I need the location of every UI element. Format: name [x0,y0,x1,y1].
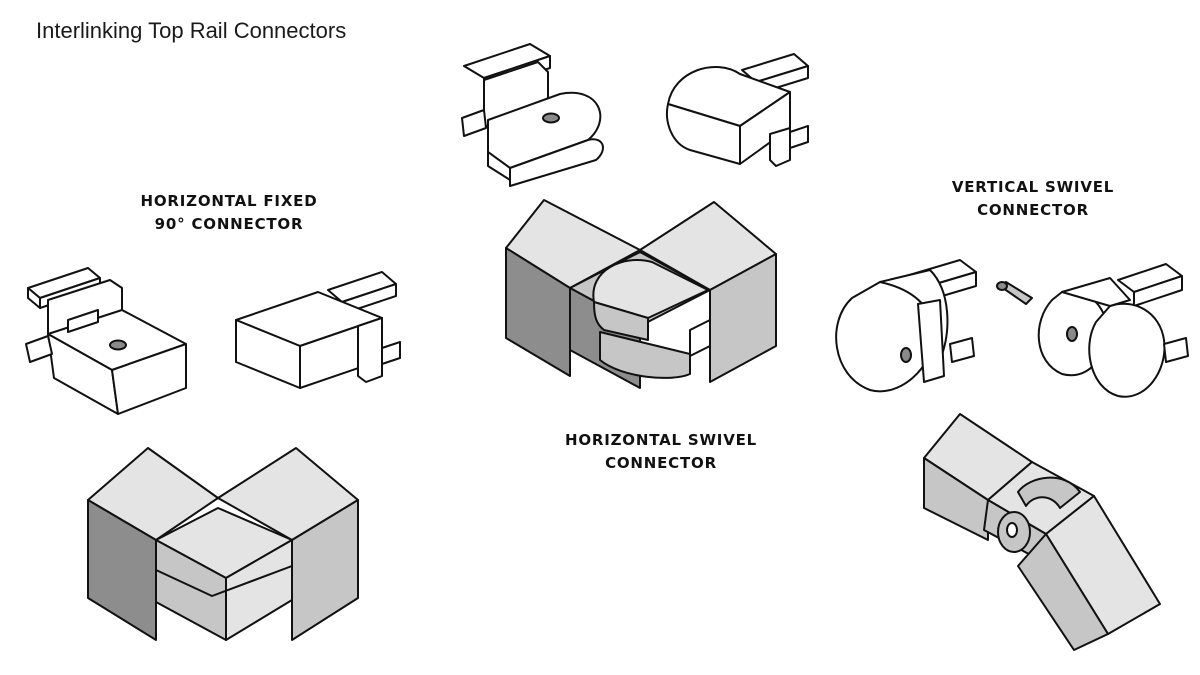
label-horizontal-fixed: HORIZONTAL FIXED 90° CONNECTOR [109,190,349,236]
vswivel-right-pivot-hole [1066,326,1078,342]
fixed-connector-assembled-rails [87,447,359,641]
label-vertical-swivel: VERTICAL SWIVEL CONNECTOR [915,176,1151,222]
vswivel-connector-assembled-rails [923,413,1161,651]
label-horizontal-swivel-line-1: HORIZONTAL SWIVEL [564,431,758,449]
fixed-screw-hole [109,339,127,351]
label-vertical-swivel-line-1: VERTICAL SWIVEL [951,178,1115,196]
label-horizontal-fixed-line-1: HORIZONTAL FIXED [140,192,318,210]
label-horizontal-fixed-line-2: 90° CONNECTOR [154,215,304,233]
vswivel-left-pivot-hole [900,347,912,363]
fixed-connector-right-part [235,271,401,389]
vswivel-connector-left-part [835,259,977,393]
hswivel-connector-assembled-rails [505,199,777,389]
hswivel-screw-hole [542,112,560,124]
fixed-connector-left-part [25,267,187,415]
hswivel-connector-right-part [666,53,809,167]
hswivel-connector-left-part [461,43,604,187]
label-horizontal-swivel-line-2: CONNECTOR [605,454,717,472]
diagram-title: Interlinking Top Rail Connectors [36,18,347,43]
label-horizontal-swivel: HORIZONTAL SWIVEL CONNECTOR [530,429,792,475]
label-vertical-swivel-line-2: CONNECTOR [977,201,1089,219]
vswivel-pivot-pin [996,281,1033,305]
vswivel-connector-right-part [1037,263,1189,398]
